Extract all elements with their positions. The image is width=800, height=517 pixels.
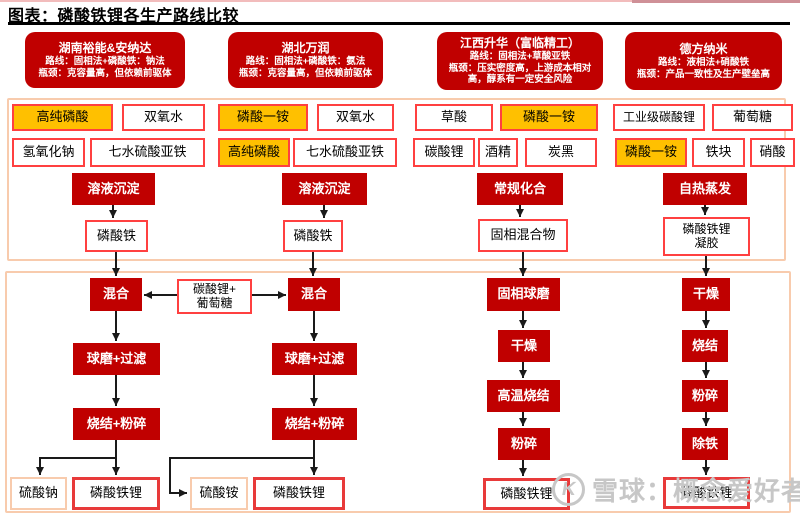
company-name: 德方纳米 — [679, 41, 728, 56]
company-route: 路线：液相法+硝酸铁 — [657, 56, 750, 68]
watermark-text: 雪球：概念爱好者 — [592, 476, 800, 506]
company-header-3: 江西升华（富临精工） 路线：固相法+草酸亚铁 瓶颈：压实密度高，上游成本相对高，… — [437, 32, 603, 90]
process-step: 溶液沉淀 — [282, 173, 367, 205]
process-step: 混合 — [288, 278, 340, 311]
process-step: 粉碎 — [682, 380, 728, 412]
process-step: 固相球磨 — [487, 278, 560, 311]
xueqiu-logo-icon: K — [552, 473, 585, 506]
material-box: 磷酸一铵 — [500, 104, 598, 131]
company-name: 江西升华（富临精工） — [459, 36, 580, 51]
process-step: 粉碎 — [498, 428, 550, 460]
final-product-box: 磷酸铁锂 — [72, 477, 160, 510]
intermediate-box: 磷酸铁锂 凝胶 — [663, 217, 750, 256]
intermediate-box: 固相混合物 — [478, 219, 568, 252]
process-step: 混合 — [90, 278, 142, 311]
process-step: 烧结+粉碎 — [73, 408, 160, 440]
material-box: 工业级碳酸锂 — [613, 104, 705, 131]
stage2-container — [5, 271, 791, 513]
material-box: 草酸 — [415, 104, 493, 131]
company-bottleneck: 瓶颈：压实密度高，上游成本相对高，醇系有一定安全风险 — [448, 62, 592, 86]
material-box: 七水硫酸亚铁 — [293, 138, 397, 167]
process-step: 烧结+粉碎 — [272, 408, 357, 440]
material-box: 高纯磷酸 — [12, 104, 113, 131]
final-product-box: 磷酸铁锂 — [663, 477, 750, 509]
material-box: 碳酸锂 — [413, 138, 475, 167]
process-step: 自热蒸发 — [663, 173, 747, 205]
process-step: 球磨+过滤 — [73, 343, 160, 375]
company-bottleneck: 瓶颈：克容量高，但依赖前驱体 — [38, 67, 172, 79]
watermark: K 雪球：概念爱好者 — [552, 471, 800, 508]
material-box: 高纯磷酸 — [218, 138, 290, 167]
byproduct-box: 硫酸铵 — [190, 477, 248, 510]
process-step: 干燥 — [682, 278, 730, 311]
company-header-1: 湖南裕能&安纳达 路线：固相法+磷酸铁：钠法 瓶颈：克容量高，但依赖前驱体 — [25, 32, 185, 88]
intermediate-box: 磷酸铁 — [85, 220, 148, 252]
material-box: 氢氧化钠 — [12, 138, 85, 167]
process-step: 球磨+过滤 — [272, 343, 357, 375]
material-box: 双氧水 — [122, 104, 205, 131]
top-edge-strip — [0, 0, 800, 2]
material-box: 葡萄糖 — [712, 104, 793, 131]
material-box: 铁块 — [692, 138, 745, 167]
process-step: 常规化合 — [477, 173, 563, 205]
additive-box: 碳酸锂+ 葡萄糖 — [177, 279, 252, 314]
material-box: 酒精 — [478, 138, 518, 167]
company-route: 路线：固相法+磷酸铁：氨法 — [245, 55, 366, 67]
figure-title: 图表：磷酸铁锂各生产路线比较 — [8, 8, 240, 25]
process-step: 烧结 — [682, 330, 728, 362]
process-step: 高温烧结 — [487, 380, 560, 412]
process-step: 溶液沉淀 — [72, 173, 155, 205]
company-name: 湖南裕能&安纳达 — [58, 40, 152, 55]
company-route: 路线：固相法+磷酸铁：钠法 — [45, 55, 165, 67]
process-step: 除铁 — [682, 428, 728, 460]
company-name: 湖北万润 — [281, 40, 330, 55]
company-header-4: 德方纳米 路线：液相法+硝酸铁 瓶颈：产品一致性及生产壁垒高 — [625, 32, 782, 90]
company-route: 路线：固相法+草酸亚铁 — [469, 51, 571, 63]
intermediate-box: 磷酸铁 — [283, 220, 343, 252]
material-box: 双氧水 — [317, 104, 394, 131]
byproduct-box: 硫酸钠 — [10, 477, 67, 510]
material-box: 磷酸一铵 — [615, 138, 687, 167]
material-box: 硝酸 — [750, 138, 795, 167]
top-edge-strip-right — [632, 0, 800, 3]
company-bottleneck: 瓶颈：克容量高，但依赖前驱体 — [238, 67, 372, 79]
material-box: 炭黑 — [525, 138, 597, 167]
material-box: 磷酸一铵 — [218, 104, 308, 131]
material-box: 七水硫酸亚铁 — [90, 138, 205, 167]
process-step: 干燥 — [498, 330, 550, 362]
title-underline — [8, 22, 790, 25]
company-bottleneck: 瓶颈：产品一致性及生产壁垒高 — [636, 68, 770, 80]
final-product-box: 磷酸铁锂 — [253, 477, 345, 510]
company-header-2: 湖北万润 路线：固相法+磷酸铁：氨法 瓶颈：克容量高，但依赖前驱体 — [228, 32, 383, 88]
